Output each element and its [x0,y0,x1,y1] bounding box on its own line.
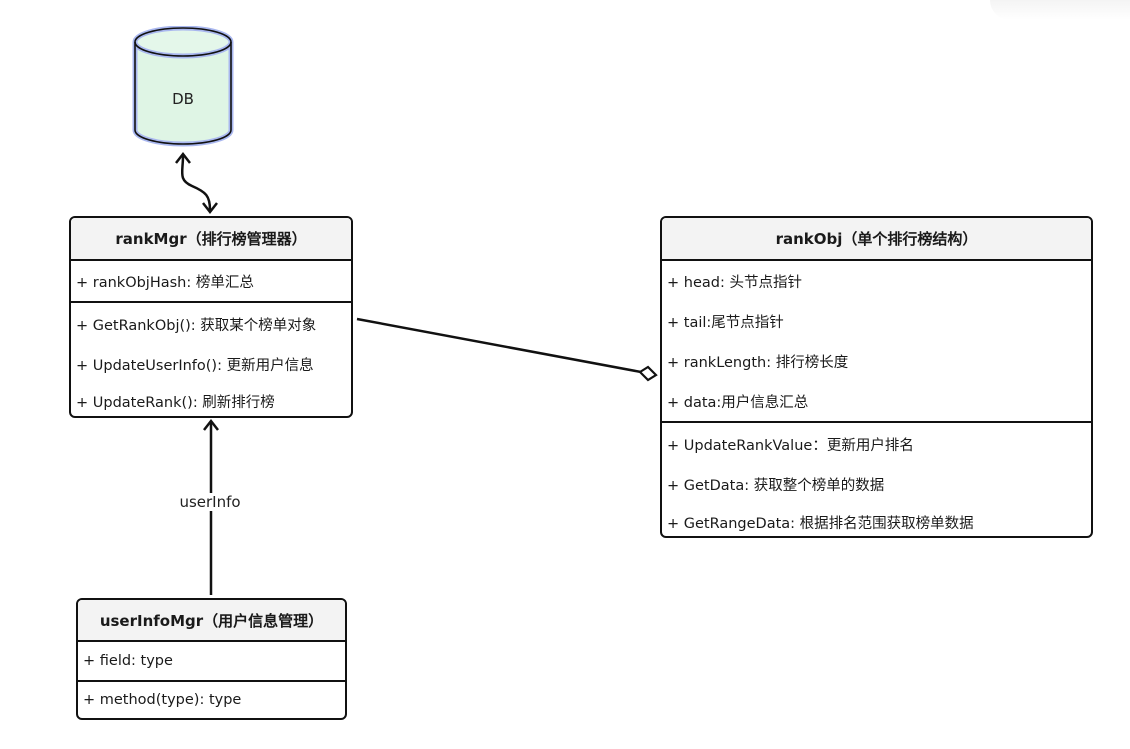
database-icon [132,25,234,147]
method-row: + GetRankObj(): 获取某个榜单对象 [76,317,317,334]
attributes-section: + head: 头节点指针 + tail:尾节点指针 + rankLength:… [662,261,1091,423]
database-cylinder[interactable]: DB [132,25,234,148]
class-title: rankObj（单个排行榜结构） [662,218,1091,261]
db-rankmgr-connector[interactable] [180,155,212,211]
class-userinfomgr[interactable]: userInfoMgr（用户信息管理） + field: type + meth… [76,598,347,720]
database-label: DB [172,90,194,108]
attribute-row: + tail:尾节点指针 [667,314,784,331]
method-row: + GetData: 获取整个榜单的数据 [667,477,885,494]
method-row: + GetRangeData: 根据排名范围获取榜单数据 [667,515,974,532]
class-title: userInfoMgr（用户信息管理） [78,600,345,642]
attribute-row: + rankObjHash: 榜单汇总 [76,274,254,291]
background-shade [990,0,1130,20]
arrowhead-up-icon [175,151,191,164]
method-row: + method(type): type [83,692,242,708]
class-title: rankMgr（排行榜管理器） [71,218,351,261]
attributes-section: + field: type [78,642,345,682]
method-row: + UpdateUserInfo(): 更新用户信息 [76,357,314,374]
methods-section: + GetRankObj(): 获取某个榜单对象 + UpdateUserInf… [71,303,351,416]
method-row: + UpdateRank(): 刷新排行榜 [76,394,275,411]
arrowhead-up-icon [203,418,219,431]
methods-section: + method(type): type [78,682,345,718]
attribute-row: + data:用户信息汇总 [667,394,809,411]
attributes-section: + rankObjHash: 榜单汇总 [71,261,351,303]
class-rankobj[interactable]: rankObj（单个排行榜结构） + head: 头节点指针 + tail:尾节… [660,216,1093,538]
attribute-row: + head: 头节点指针 [667,274,802,291]
attribute-row: + field: type [83,653,173,669]
attribute-row: + rankLength: 排行榜长度 [667,354,849,371]
aggregation-line[interactable] [356,317,642,374]
aggregation-diamond-icon [638,365,658,382]
class-rankmgr[interactable]: rankMgr（排行榜管理器） + rankObjHash: 榜单汇总 + Ge… [69,216,353,418]
arrowhead-down-icon [202,202,218,215]
association-label: userInfo [170,493,250,511]
methods-section: + UpdateRankValue：更新用户排名 + GetData: 获取整个… [662,423,1091,536]
method-row: + UpdateRankValue：更新用户排名 [667,437,914,454]
